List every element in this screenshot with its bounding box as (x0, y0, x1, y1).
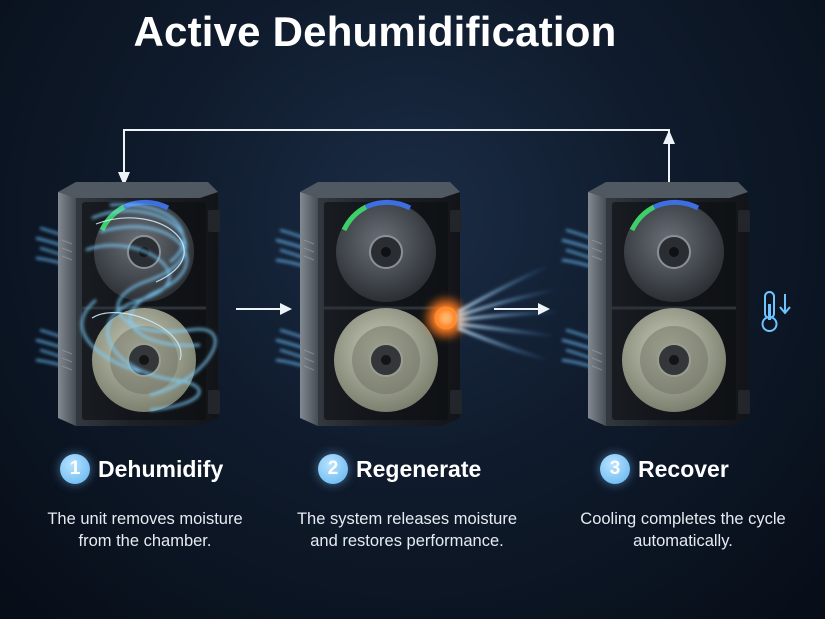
step-dehumidify-heading: 1 Dehumidify (60, 454, 223, 484)
page-title: Active Dehumidification (133, 8, 617, 55)
step-description: The unit removes moisture from the chamb… (47, 510, 243, 550)
step-number-badge: 2 (318, 454, 348, 484)
step-description: Cooling completes the cycle automaticall… (580, 510, 786, 550)
airflow-swirl (80, 203, 217, 412)
step-recover-heading: 3 Recover (600, 454, 729, 484)
step-number-badge: 1 (60, 454, 90, 484)
heater-glow (422, 294, 470, 342)
step-title: Dehumidify (98, 455, 224, 482)
step-description: The system releases moisture and restore… (296, 510, 518, 550)
arrow-right-icon (494, 303, 550, 315)
dryer-unit-dehumidify (36, 182, 220, 426)
arrow-up-icon (663, 130, 675, 144)
step-regenerate-heading: 2 Regenerate (318, 454, 481, 484)
step-title: Recover (638, 455, 729, 482)
dryer-unit-regenerate (276, 182, 559, 426)
arrow-right-icon (236, 303, 292, 315)
moisture-exhaust-jet (457, 264, 559, 362)
arrow-down-icon (118, 172, 130, 186)
step-title: Regenerate (356, 455, 482, 482)
step-number-badge: 3 (600, 454, 630, 484)
thermometer-down-icon (761, 291, 791, 332)
cycle-loop-line (118, 129, 675, 190)
dryer-unit-recover (562, 182, 750, 426)
